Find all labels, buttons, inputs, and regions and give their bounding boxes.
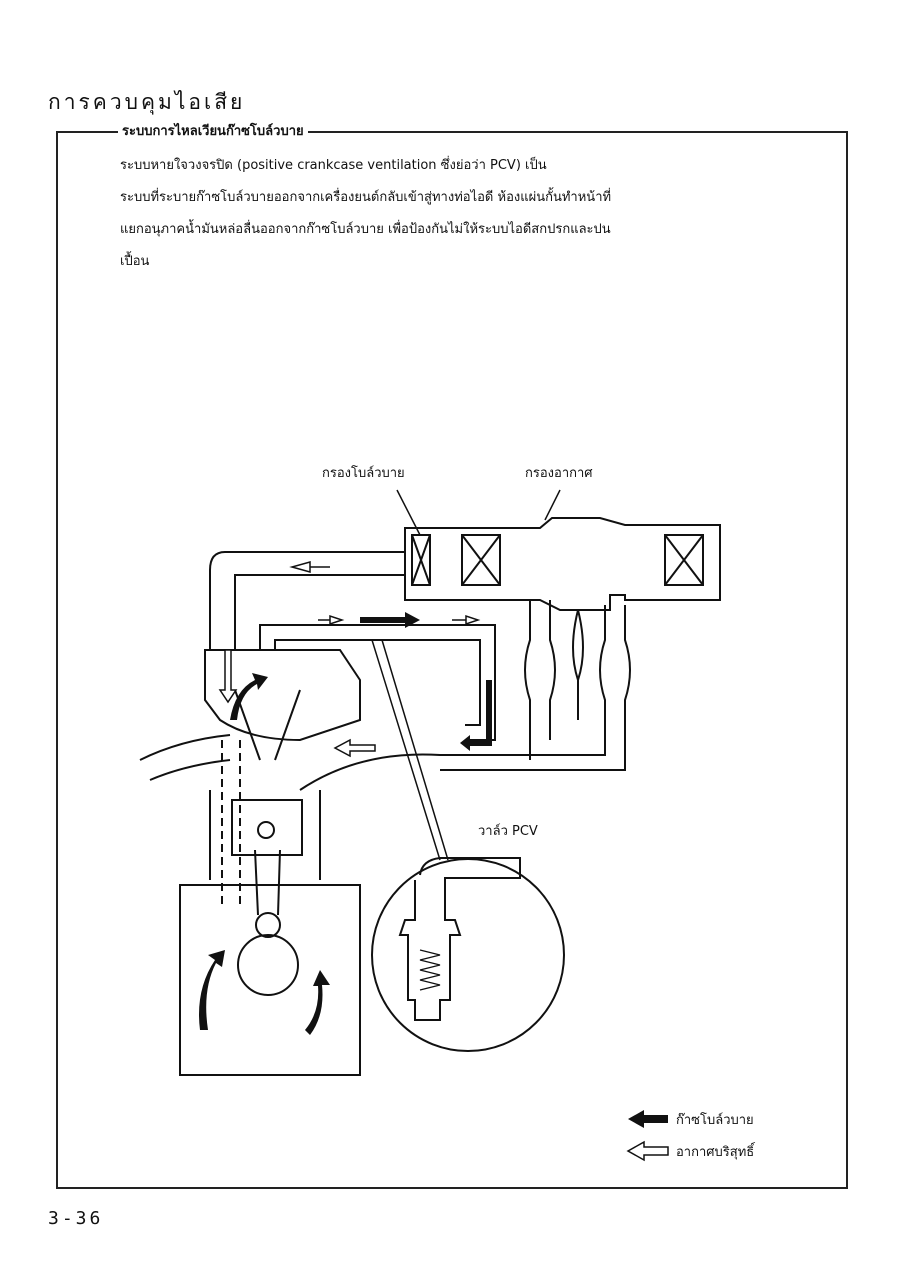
callout-line xyxy=(371,639,449,861)
blowby-filter-pointer xyxy=(396,489,421,536)
section-label: ระบบการไหลเวียนก๊าซโบล์วบาย xyxy=(118,120,308,141)
breather-hose xyxy=(209,551,405,650)
fresh-air-arrows xyxy=(218,561,481,758)
piston xyxy=(231,799,303,856)
intake-manifold xyxy=(299,605,631,791)
legend-label: ก๊าซโบล์วบาย xyxy=(676,1112,754,1128)
pcv-spring xyxy=(419,949,441,991)
air-filter-element-left-cross xyxy=(461,534,501,586)
legend-label: อากาศบริสุทธิ์ xyxy=(676,1144,755,1160)
fresh-air-arrow xyxy=(333,738,376,758)
blowby-filter-label: กรองโบล์วบาย xyxy=(322,466,405,481)
blowby-arrows xyxy=(199,612,492,1035)
crankcase xyxy=(179,884,361,1076)
paragraph-line: ระบบหายใจวงจรปิด (positive crankcase ven… xyxy=(120,158,547,173)
crankshaft xyxy=(237,934,299,996)
paragraph-line: เปื้อน xyxy=(120,254,150,269)
hollow-arrow-left-icon xyxy=(626,1140,669,1162)
blowby-arrow xyxy=(199,950,225,1030)
legend-blowby: ก๊าซโบล์วบาย xyxy=(626,1108,754,1130)
fresh-air-arrow xyxy=(318,614,345,626)
solid-arrow-left-icon xyxy=(628,1110,668,1128)
page-number: 3-36 xyxy=(48,1208,104,1229)
blowby-arrow xyxy=(305,970,330,1035)
pcv-valve-body xyxy=(398,857,521,1021)
crank-pin xyxy=(255,912,281,938)
cylinder-head xyxy=(204,649,361,742)
description-paragraph: ระบบหายใจวงจรปิด (positive crankcase ven… xyxy=(120,150,760,278)
blowby-arrow xyxy=(230,673,268,720)
blowby-arrow xyxy=(360,612,420,628)
air-filter-housing xyxy=(404,517,721,611)
fresh-air-arrow xyxy=(289,561,330,573)
paragraph-line: แยกอนุภาคน้ำมันหล่อลื่นออกจากก๊าซโบล์วบา… xyxy=(120,222,611,237)
fresh-air-arrow xyxy=(452,614,481,626)
air-filter-pointer xyxy=(544,489,561,521)
intake-port xyxy=(139,734,231,781)
air-filter-label: กรองอากาศ xyxy=(525,466,593,481)
air-filter-element-right-cross xyxy=(664,534,704,586)
blowby-filter xyxy=(411,534,431,586)
legend-fresh-air: อากาศบริสุทธิ์ xyxy=(626,1140,754,1162)
blowby-path xyxy=(221,740,241,905)
blowby-arrow xyxy=(460,680,492,751)
piston-pin xyxy=(257,821,275,839)
connecting-rod xyxy=(254,849,281,916)
throttle-body xyxy=(524,600,556,760)
blowby-filter-cross xyxy=(411,534,431,586)
pcv-valve-label: วาล์ว PCV xyxy=(478,824,538,839)
page-title: การควบคุมไอเสีย xyxy=(48,90,246,114)
air-filter-element-right xyxy=(664,534,704,586)
paragraph-line: ระบบที่ระบายก๊าซโบล์วบายออกจากเครื่องยนต… xyxy=(120,190,612,205)
cylinder-block xyxy=(209,790,321,880)
throttle-valve xyxy=(572,609,584,720)
fresh-air-arrow xyxy=(218,649,238,704)
section-frame xyxy=(56,131,848,1189)
air-filter-element-left xyxy=(461,534,501,586)
